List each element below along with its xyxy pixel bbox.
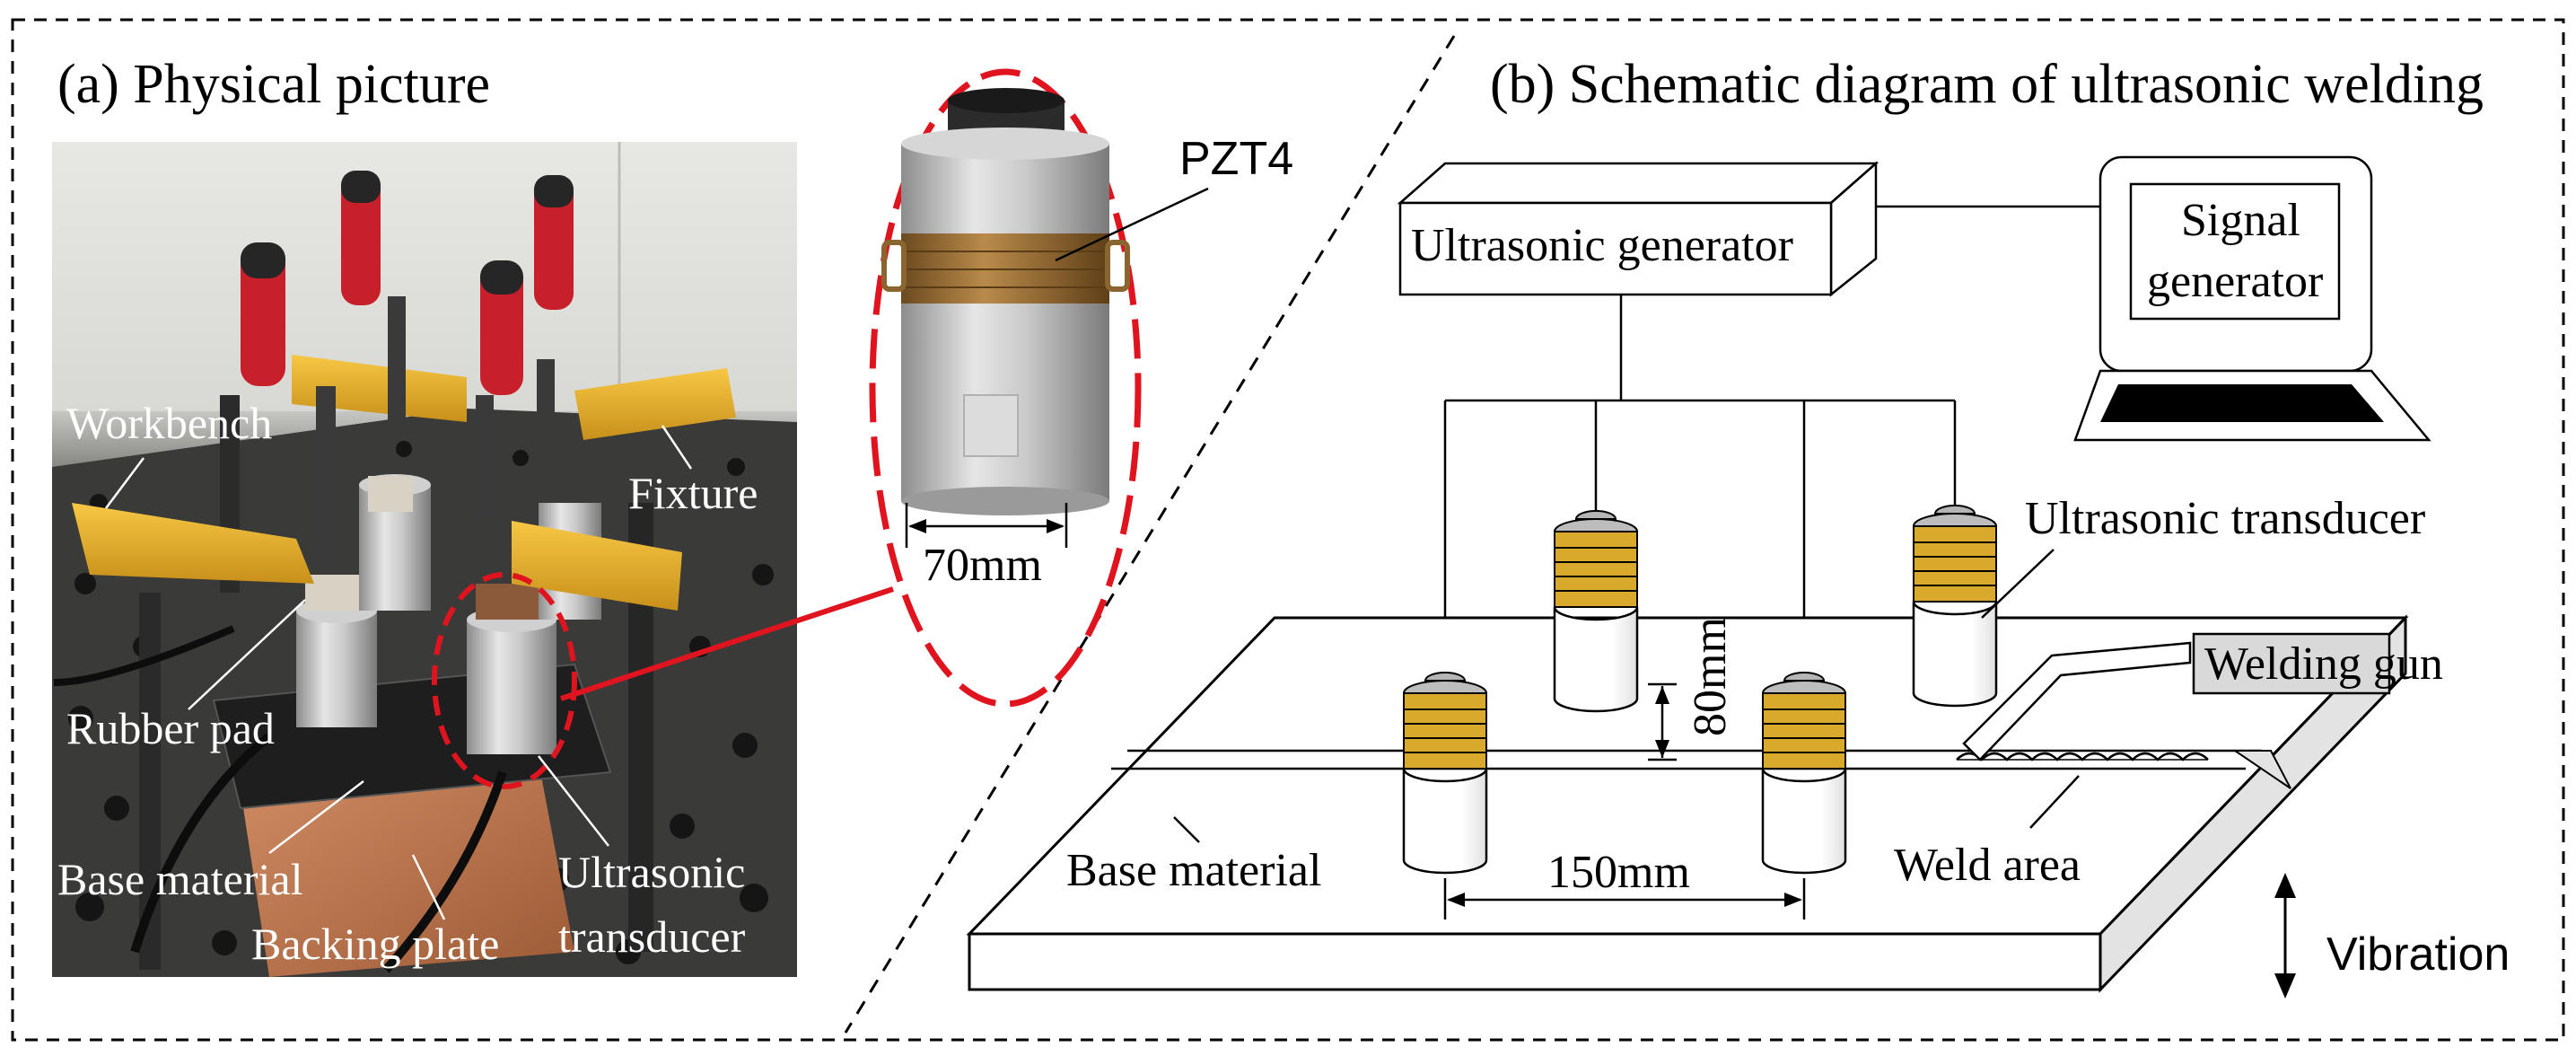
photo-highlight-ellipse <box>432 572 577 789</box>
label-70mm: 70mm <box>923 540 1042 591</box>
leader-backing-plate <box>411 854 446 920</box>
label-80mm: 80mm <box>1685 617 1736 736</box>
label-signal-generator-2: generator <box>2147 256 2323 307</box>
panel-a-title: (a) Physical picture <box>57 54 490 115</box>
leader-workbench <box>105 457 145 509</box>
leader-base-material-photo <box>268 780 364 854</box>
label-ultrasonic-transducer: Ultrasonic transducer <box>2025 493 2425 544</box>
figure-frame <box>11 18 2565 1042</box>
label-ultrasonic-transducer-photo-1: Ultrasonic <box>558 847 745 897</box>
label-150mm: 150mm <box>1547 847 1690 898</box>
highlight-connector <box>560 586 894 701</box>
label-ultrasonic-transducer-photo-2: transducer <box>558 911 746 962</box>
dim-150mm-arrow-right <box>1784 893 1802 907</box>
ultrasonic-generator-box <box>1397 161 1879 297</box>
vibration-arrow-up <box>2274 873 2296 898</box>
welding-gun <box>1962 632 2391 789</box>
leader-fixture <box>661 425 693 470</box>
weld-bead <box>1956 752 2209 761</box>
label-base-material-photo: Base material <box>57 854 303 904</box>
label-workbench: Workbench <box>66 398 272 448</box>
label-pzt4: PZT4 <box>1179 133 1293 185</box>
leader-pzt4 <box>1055 187 1209 262</box>
leader-weld-area <box>2029 775 2080 829</box>
leader-ultrasonic-transducer <box>1981 549 2055 619</box>
dim-70mm-arrow-left <box>908 519 926 533</box>
signal-generator-computer <box>2073 155 2431 442</box>
label-vibration: Vibration <box>2326 928 2510 981</box>
label-welding-gun: Welding gun <box>2204 638 2443 690</box>
transducer-inset <box>869 68 1142 708</box>
leader-rubber-pad <box>188 599 306 710</box>
label-rubber-pad: Rubber pad <box>66 703 275 753</box>
label-signal-generator-1: Signal <box>2181 195 2300 246</box>
label-backing-plate: Backing plate <box>251 919 499 969</box>
base-material-plate <box>966 614 2409 993</box>
leader-transducer-photo <box>538 755 609 847</box>
leader-base-material-schematic <box>1173 816 1200 843</box>
transducer-back-left <box>1553 509 1639 713</box>
dim-80mm-arrow-bottom <box>1655 740 1669 758</box>
workbench-photo <box>52 142 797 977</box>
dim-80mm-arrow-top <box>1655 686 1669 704</box>
dim-70mm-arrow-right <box>1047 519 1065 533</box>
panel-b-title: (b) Schematic diagram of ultrasonic weld… <box>1490 54 2484 115</box>
label-base-material-schematic: Base material <box>1066 845 1321 896</box>
label-fixture: Fixture <box>628 468 758 518</box>
label-weld-area: Weld area <box>1894 840 2081 891</box>
transducer-back-right <box>1912 504 1998 708</box>
vibration-arrow-down <box>2274 973 2296 999</box>
panel-divider <box>844 35 1456 1034</box>
dim-150mm-arrow-left <box>1447 893 1465 907</box>
label-ultrasonic-generator: Ultrasonic generator <box>1411 220 1793 271</box>
